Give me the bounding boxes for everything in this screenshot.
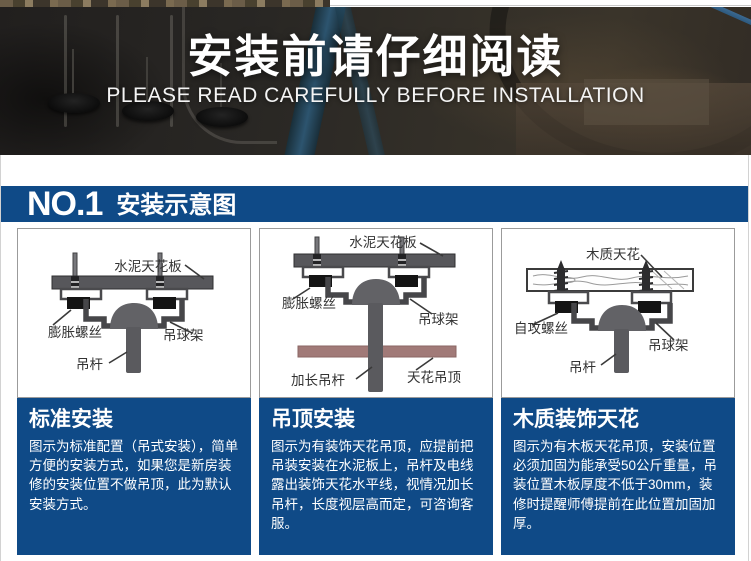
panel-title: 标准安装 (29, 408, 113, 431)
label-expansion-screw: 膨胀螺丝 (48, 325, 102, 340)
panel-title: 木质装饰天花 (513, 408, 639, 431)
panel-body: 图示为标准配置（吊式安装），简单方便的安装方式，如果您是新房装修的安装位置不做吊… (29, 439, 239, 512)
label-expansion-screw: 膨胀螺丝 (282, 296, 336, 311)
suspended-ceiling-text: 吊顶安装 图示为有装饰天花吊顶，应提前把吊装安装在水泥板上，吊杆及电线露出装饰天… (259, 398, 493, 555)
section-header: NO.1 安装示意图 (1, 186, 748, 222)
decorative-pipe (170, 15, 173, 127)
banner-subtitle: PLEASE READ CAREFULLY BEFORE INSTALLATIO… (106, 84, 645, 108)
label-ball-bracket: 吊球架 (163, 328, 204, 343)
standard-install-text: 标准安装 图示为标准配置（吊式安装），简单方便的安装方式，如果您是新房装修的安装… (17, 398, 251, 555)
installation-section: NO.1 安装示意图 (0, 155, 749, 561)
warning-banner: 安装前请仔细阅读 PLEASE READ CAREFULLY BEFORE IN… (0, 7, 751, 155)
remnant-divider-line (330, 5, 751, 6)
decorative-workbench (584, 79, 709, 125)
self-tapping-screw-right (638, 260, 654, 302)
panel-suspended-ceiling-install: 水泥天花板 膨胀螺丝 吊球架 加长吊杆 天花吊顶 吊顶安装 图示为有装饰天花吊顶… (259, 228, 493, 555)
label-cement-ceiling: 水泥天花板 (114, 259, 182, 274)
section-number: NO.1 (27, 185, 103, 223)
panel-standard-install: 水泥天花板 膨胀螺丝 吊球架 吊杆 标准安装 图示为标准配置（吊式安装），简单方… (17, 228, 251, 555)
wooden-ceiling-diagram-svg: 木质天花 自攻螺丝 吊球架 吊杆 (514, 247, 694, 375)
panel-wooden-ceiling-install: 木质天花 自攻螺丝 吊球架 吊杆 木质装饰天花 图示为有木板天花吊顶，安装位置必… (501, 228, 735, 555)
wooden-ceiling-diagram: 木质天花 自攻螺丝 吊球架 吊杆 (501, 228, 735, 398)
label-hanging-rod: 吊杆 (76, 357, 103, 372)
decorative-pipe (64, 15, 67, 127)
label-suspended-ceiling: 天花吊顶 (407, 370, 461, 385)
section-title: 安装示意图 (116, 192, 237, 219)
suspended-ceiling-diagram-svg: 水泥天花板 膨胀螺丝 吊球架 加长吊杆 天花吊顶 (282, 235, 461, 392)
label-wooden-ceiling: 木质天花 (586, 247, 640, 262)
panels-row: 水泥天花板 膨胀螺丝 吊球架 吊杆 标准安装 图示为标准配置（吊式安装），简单方… (1, 222, 748, 555)
wooden-ceiling-text: 木质装饰天花 图示为有木板天花吊顶，安装位置必须加固为能承受50公斤重量，吊装位… (501, 398, 735, 555)
remnant-photo-edge (0, 0, 331, 7)
standard-install-diagram: 水泥天花板 膨胀螺丝 吊球架 吊杆 (17, 228, 251, 398)
panel-body: 图示为有木板天花吊顶，安装位置必须加固为能承受50公斤重量，吊装位置木板厚度不低… (513, 439, 718, 531)
label-ball-bracket: 吊球架 (648, 338, 689, 353)
label-self-tapping-screw: 自攻螺丝 (514, 321, 568, 336)
panel-title: 吊顶安装 (271, 408, 355, 431)
suspended-ceiling-diagram: 水泥天花板 膨胀螺丝 吊球架 加长吊杆 天花吊顶 (259, 228, 493, 398)
label-cement-ceiling: 水泥天花板 (349, 235, 417, 250)
banner-title: 安装前请仔细阅读 (187, 31, 564, 82)
panel-body: 图示为有装饰天花吊顶，应提前把吊装安装在水泥板上，吊杆及电线露出装饰天花水平线，… (271, 439, 474, 531)
self-tapping-screw-left (553, 260, 569, 302)
label-ball-bracket: 吊球架 (418, 312, 459, 327)
label-extended-rod: 加长吊杆 (291, 373, 345, 388)
previous-section-remnant (0, 0, 751, 7)
decorative-pipe (116, 15, 119, 127)
decorative-curved-pipe (182, 7, 277, 144)
label-hanging-rod: 吊杆 (569, 360, 597, 375)
cement-ceiling-diagram-svg: 水泥天花板 膨胀螺丝 吊球架 吊杆 (48, 252, 214, 373)
